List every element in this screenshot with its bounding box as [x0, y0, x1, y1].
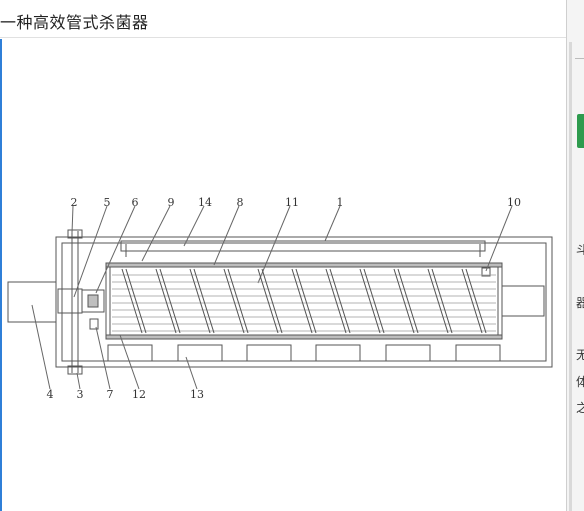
background-scrollbar: [569, 42, 572, 511]
callout-label: 7: [107, 388, 114, 401]
spiral-blade: [125, 268, 147, 334]
support-block: [177, 344, 223, 362]
callout-label: 2: [71, 196, 78, 209]
spiral-blade: [227, 268, 249, 334]
support-block: [455, 344, 501, 362]
spiral-blade: [291, 268, 313, 334]
callout-label: 10: [507, 196, 521, 209]
leader-lines: [31, 205, 513, 390]
spiral-blade: [155, 268, 177, 334]
callout-label: 13: [190, 388, 204, 401]
spiral-blade: [121, 268, 143, 334]
spiral-blade: [431, 268, 453, 334]
bearing-seat: [89, 318, 99, 330]
callout-label: 3: [77, 388, 84, 401]
callout-label: 4: [47, 388, 54, 401]
callout-label: 11: [285, 196, 299, 209]
support-block: [246, 344, 292, 362]
callout-label: 5: [104, 196, 111, 209]
sterilizer-drum: [105, 262, 503, 340]
housing-inner: [61, 242, 547, 362]
background-text: 斗: [576, 244, 584, 256]
spiral-blade: [223, 268, 245, 334]
background-text: 无: [576, 349, 584, 361]
background-text: 器: [576, 297, 584, 309]
spiral-blade: [363, 268, 385, 334]
patent-drawing: 2 5 6 9 14 8 11 1 10 4 3 7 12 13: [7, 196, 553, 401]
support-block: [107, 344, 153, 362]
spiral-blade: [393, 268, 415, 334]
dialog-header: 一种高效管式杀菌器: [0, 0, 566, 38]
spiral-blade: [461, 268, 483, 334]
shaft-joint: [81, 289, 105, 313]
background-green-button: [577, 114, 584, 148]
callout-label: 1: [337, 196, 344, 209]
motor-body: [7, 281, 57, 323]
spiral-blade: [193, 268, 215, 334]
background-divider: [575, 58, 584, 59]
dialog-title: 一种高效管式杀菌器: [0, 13, 149, 32]
callout-label: 6: [132, 196, 139, 209]
dialog-focus-edge: [0, 39, 2, 511]
spiral-blades: [121, 268, 487, 334]
spiral-blade: [465, 268, 487, 334]
right-shaft: [501, 285, 545, 317]
callout-label: 8: [237, 196, 244, 209]
spiral-blade: [397, 268, 419, 334]
support-block: [315, 344, 361, 362]
callout-label: 14: [198, 196, 212, 209]
background-page: 斗 器 无 体 之: [566, 0, 584, 511]
callout-label: 12: [132, 388, 146, 401]
spiral-blade: [325, 268, 347, 334]
spiral-blade: [359, 268, 381, 334]
support-block: [385, 344, 431, 362]
spiral-blade: [257, 268, 279, 334]
spiral-blade: [295, 268, 317, 334]
callout-label: 9: [168, 196, 175, 209]
spiral-blade: [189, 268, 211, 334]
bolt-bottom: [67, 365, 83, 375]
spiral-blade: [261, 268, 283, 334]
background-text: 体: [576, 376, 584, 388]
housing-outer: [55, 236, 553, 368]
bolt-top: [67, 229, 83, 239]
spiral-blade: [159, 268, 181, 334]
spiral-blade: [427, 268, 449, 334]
drawing-geometry: [7, 205, 553, 390]
spiral-blade: [329, 268, 351, 334]
dialog-window: 一种高效管式杀菌器: [0, 0, 566, 511]
background-text: 之: [576, 402, 584, 414]
sensor-box: [481, 267, 491, 277]
top-plate: [120, 240, 486, 252]
